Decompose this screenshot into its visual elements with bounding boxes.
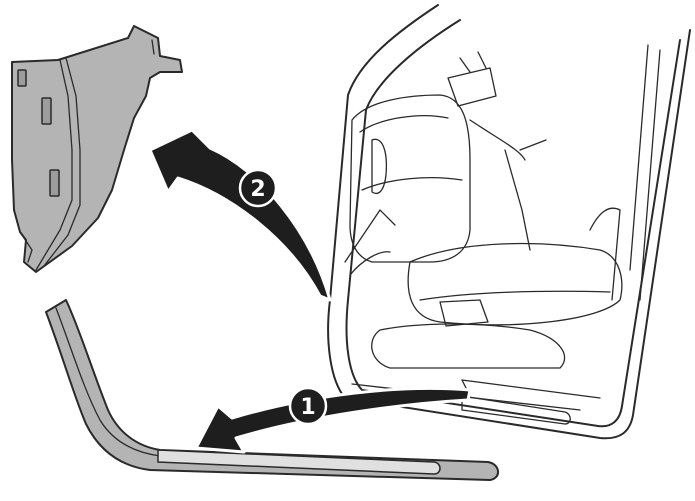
step-label-2: 2: [250, 177, 265, 202]
arrow-step-1: [196, 388, 470, 452]
step-label-1: 1: [300, 395, 315, 420]
step-badge-2: 2: [240, 170, 276, 206]
step-badge-1: 1: [290, 388, 326, 424]
arrow-step-2: [150, 130, 330, 300]
seat: [345, 52, 622, 410]
door-opening: [328, 5, 690, 438]
